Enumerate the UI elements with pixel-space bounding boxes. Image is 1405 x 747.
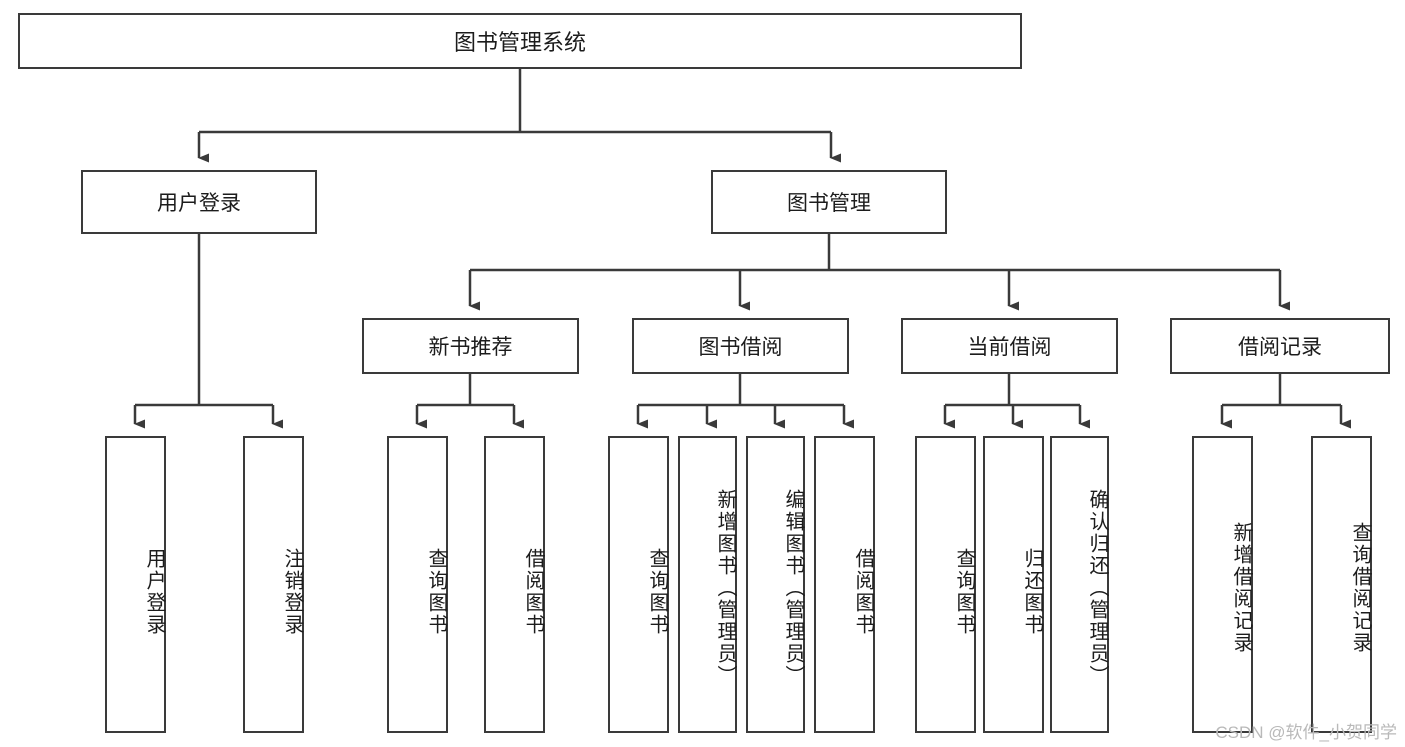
node-borrow-record-label: 借阅记录	[1238, 336, 1322, 359]
leaf-add-borrow-record[interactable]: 新增借阅记录	[1192, 436, 1253, 733]
leaf-add-borrow-record-label: 新增借阅记录	[1230, 521, 1252, 654]
leaf-add-book-admin-label: 新增图书（管理员）	[714, 488, 736, 687]
node-user-login-label: 用户登录	[157, 192, 241, 215]
leaf-user-logout[interactable]: 注销登录	[243, 436, 304, 733]
leaf-query-book-recommend-label: 查询图书	[425, 547, 447, 636]
node-borrow-record[interactable]: 借阅记录	[1170, 318, 1390, 374]
node-book-borrow-label: 图书借阅	[698, 336, 783, 359]
node-book-borrow[interactable]: 图书借阅	[632, 318, 849, 374]
node-user-login[interactable]: 用户登录	[81, 170, 317, 234]
node-root-label: 图书管理系统	[453, 30, 586, 55]
leaf-return-book-label: 归还图书	[1021, 547, 1043, 636]
leaf-borrow-book-recommend[interactable]: 借阅图书	[484, 436, 545, 733]
node-book-management[interactable]: 图书管理	[711, 170, 947, 234]
leaf-query-book-borrow[interactable]: 查询图书	[608, 436, 669, 733]
leaf-edit-book-admin-label: 编辑图书（管理员）	[782, 488, 804, 687]
watermark: CSDN @软件_小贺同学	[1215, 723, 1397, 742]
node-new-book-recommend-label: 新书推荐	[428, 336, 513, 359]
leaf-user-login[interactable]: 用户登录	[105, 436, 166, 733]
leaf-edit-book-admin[interactable]: 编辑图书（管理员）	[746, 436, 805, 733]
leaf-query-book-current[interactable]: 查询图书	[915, 436, 976, 733]
node-current-borrow-label: 当前借阅	[967, 336, 1052, 359]
node-root[interactable]: 图书管理系统	[18, 13, 1022, 69]
leaf-return-book[interactable]: 归还图书	[983, 436, 1044, 733]
leaf-query-book-borrow-label: 查询图书	[646, 547, 668, 636]
leaf-user-logout-label: 注销登录	[281, 547, 303, 636]
leaf-add-book-admin[interactable]: 新增图书（管理员）	[678, 436, 737, 733]
leaf-borrow-book-label: 借阅图书	[852, 547, 874, 636]
leaf-query-book-recommend[interactable]: 查询图书	[387, 436, 448, 733]
leaf-confirm-return-admin-label: 确认归还（管理员）	[1086, 488, 1108, 687]
node-current-borrow[interactable]: 当前借阅	[901, 318, 1118, 374]
leaf-user-login-label: 用户登录	[143, 547, 165, 636]
leaf-borrow-book-recommend-label: 借阅图书	[522, 547, 544, 636]
leaf-query-borrow-record[interactable]: 查询借阅记录	[1311, 436, 1372, 733]
node-new-book-recommend[interactable]: 新书推荐	[362, 318, 579, 374]
leaf-borrow-book[interactable]: 借阅图书	[814, 436, 875, 733]
leaf-confirm-return-admin[interactable]: 确认归还（管理员）	[1050, 436, 1109, 733]
node-book-management-label: 图书管理	[787, 192, 871, 215]
leaf-query-book-current-label: 查询图书	[953, 547, 975, 636]
leaf-query-borrow-record-label: 查询借阅记录	[1349, 521, 1371, 654]
